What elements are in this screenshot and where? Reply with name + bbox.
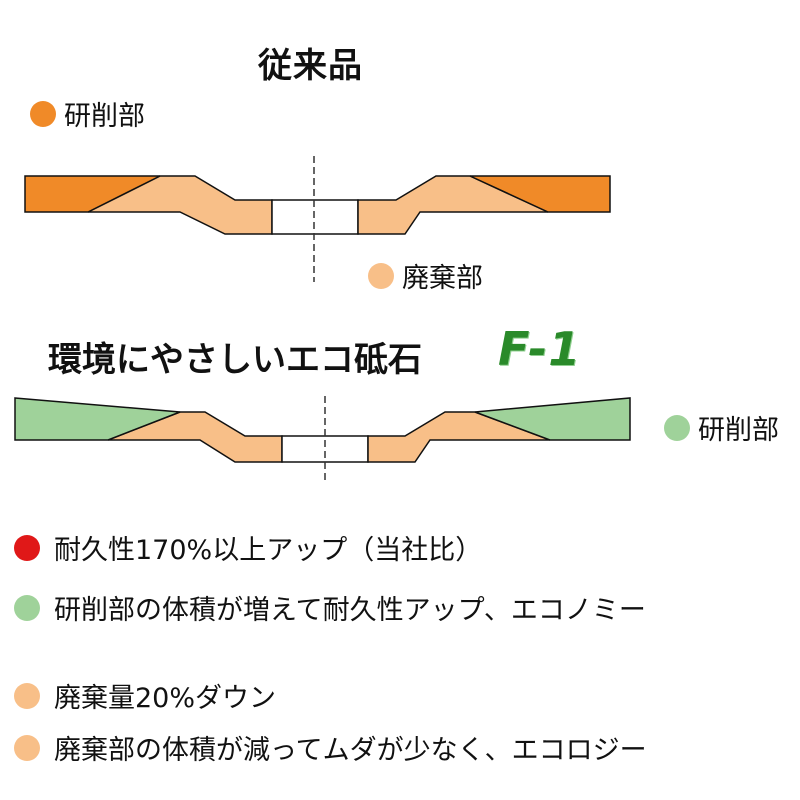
conventional-legend-grinding-label: 研削部	[64, 101, 145, 132]
conventional-legend-waste: 廃棄部	[368, 256, 483, 295]
eco-legend-grinding: 研削部	[664, 408, 779, 447]
bullet-grinding-volume-text: 研削部の体積が増えて耐久性アップ、エコノミー	[54, 595, 646, 626]
eco-wheel	[14, 396, 631, 480]
light-orange-dot-icon	[14, 682, 40, 709]
orange-dot-icon	[30, 100, 56, 127]
eco-grinding-left	[14, 397, 181, 441]
bullet-waste-reduction-text: 廃棄量20%ダウン	[54, 683, 277, 714]
bullet-waste-reduction: 廃棄量20%ダウン	[14, 676, 276, 715]
conventional-center-hole	[271, 199, 359, 235]
eco-title: 環境にやさしいエコ砥石	[48, 340, 422, 380]
green-dot-icon	[14, 594, 40, 621]
eco-legend-grinding-label: 研削部	[698, 415, 779, 446]
bullet-waste-volume-text: 廃棄部の体積が減ってムダが少なく、エコロジー	[54, 735, 647, 766]
conventional-grinding-left	[24, 175, 161, 213]
green-dot-icon	[664, 414, 690, 441]
conventional-grinding-right	[469, 175, 611, 213]
bullet-waste-volume: 廃棄部の体積が減ってムダが少なく、エコロジー	[14, 728, 647, 767]
bullet-grinding-volume: 研削部の体積が増えて耐久性アップ、エコノミー	[14, 588, 646, 627]
eco-grinding-right	[474, 397, 631, 441]
light-orange-dot-icon	[14, 734, 40, 761]
eco-brand: F-1	[498, 322, 582, 376]
bullet-durability-text: 耐久性170%以上アップ（当社比）	[54, 535, 483, 566]
conventional-title: 従来品	[258, 46, 363, 86]
conventional-wheel	[24, 156, 611, 282]
conventional-legend-grinding: 研削部	[30, 94, 145, 133]
conventional-legend-waste-label: 廃棄部	[402, 263, 483, 294]
light-orange-dot-icon	[368, 262, 394, 289]
eco-center-hole	[281, 435, 369, 463]
bullet-durability: 耐久性170%以上アップ（当社比）	[14, 528, 482, 567]
red-dot-icon	[14, 534, 40, 561]
